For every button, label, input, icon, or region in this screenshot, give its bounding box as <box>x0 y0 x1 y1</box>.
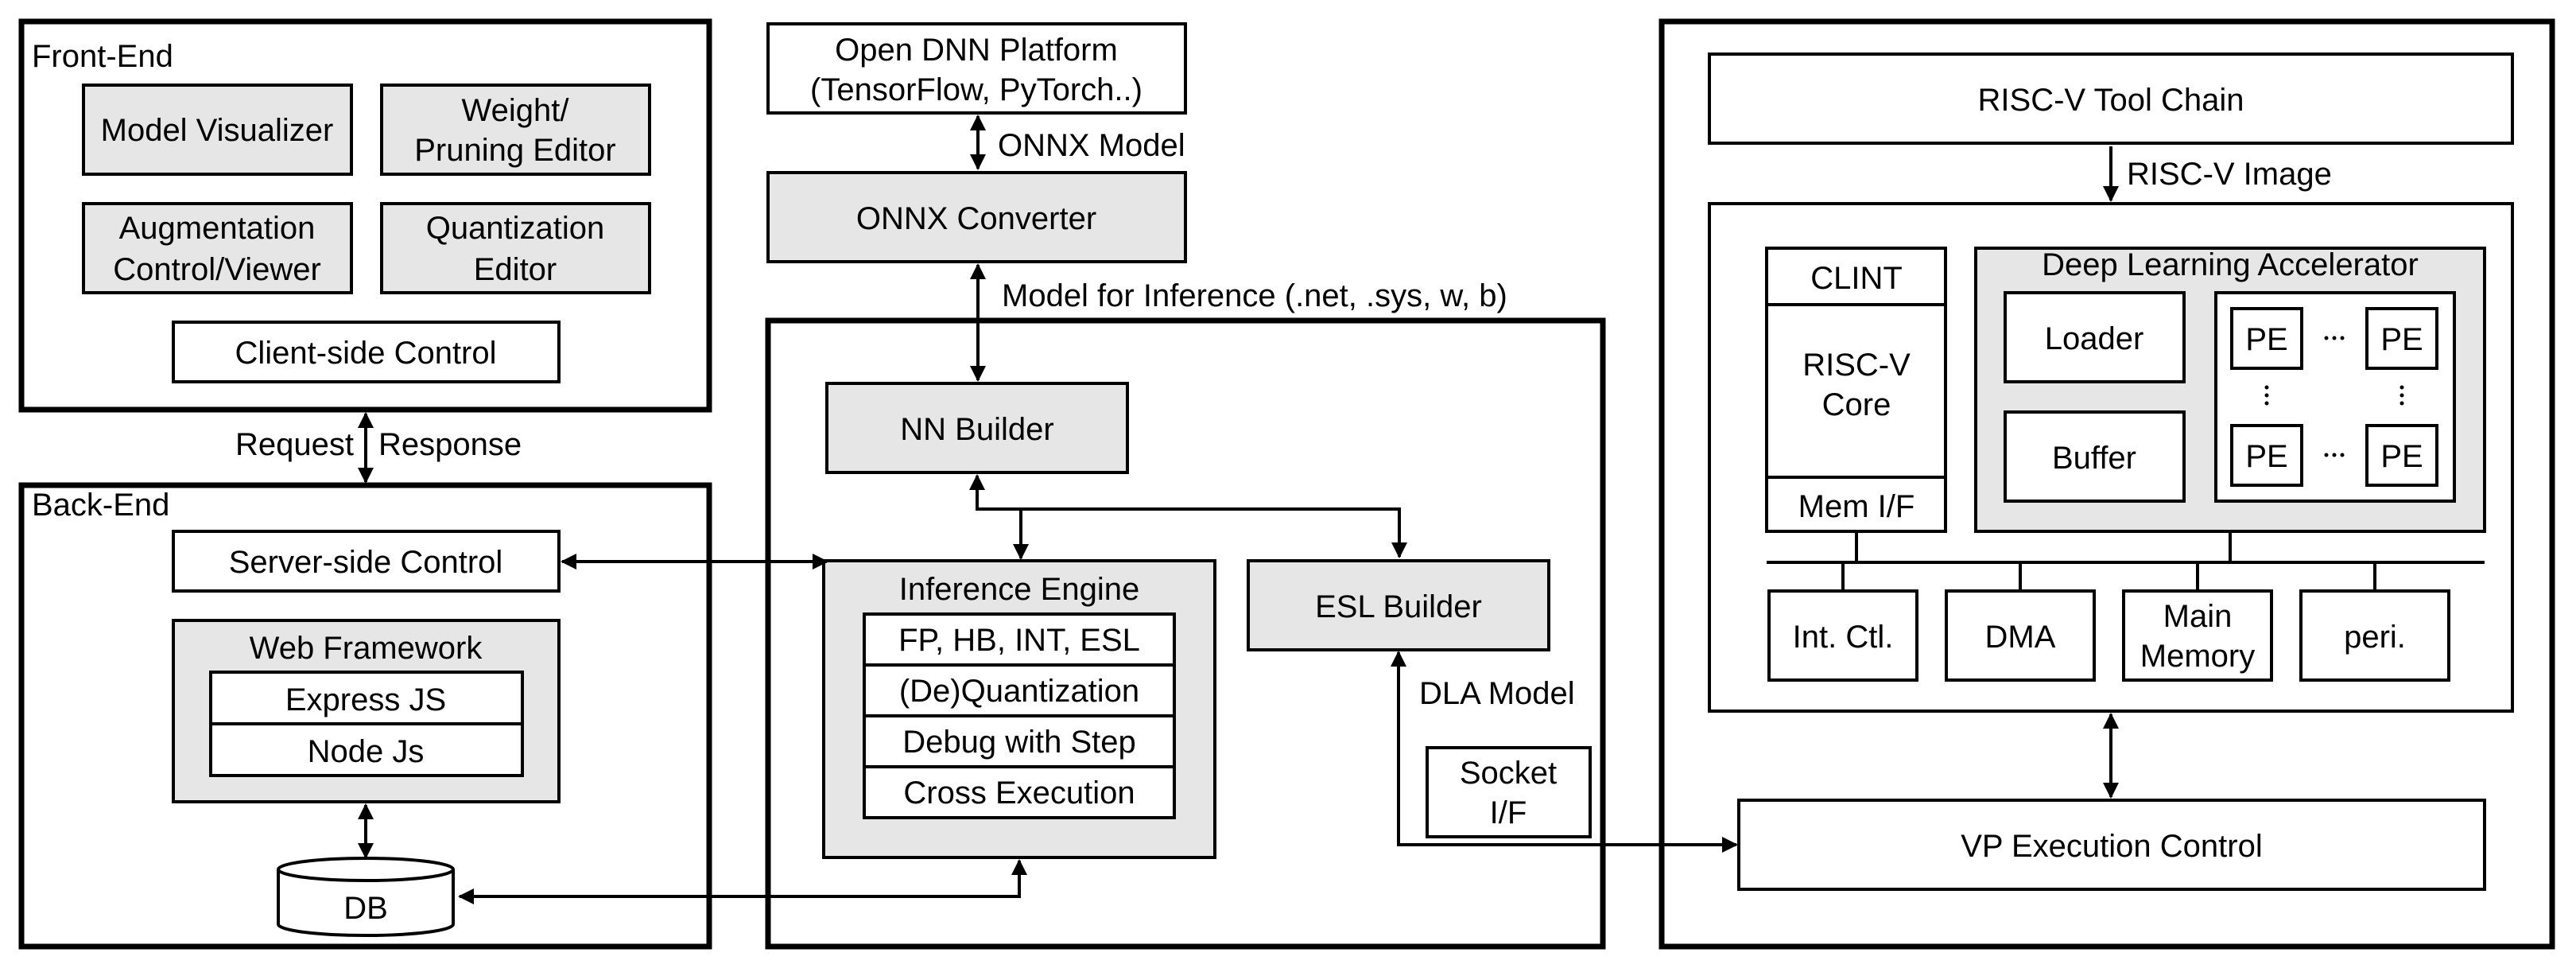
toolchain-box <box>1708 52 2514 145</box>
riscv-image-label: RISC-V Image <box>2127 157 2332 192</box>
quantization-editor-box <box>380 202 651 294</box>
pe-ellipsis-horizontal <box>2324 336 2345 457</box>
buffer-box <box>2004 410 2186 503</box>
dma-box <box>1945 589 2096 682</box>
main-memory-label-2: Memory <box>2140 639 2255 674</box>
nn-builder-label: NN Builder <box>900 412 1053 447</box>
int-ctl-box <box>1767 589 1918 682</box>
web-framework-label: Web Framework <box>250 631 483 666</box>
pe-box-4 <box>2365 424 2438 487</box>
pe-box-1 <box>2230 307 2303 370</box>
db-engine-arrow <box>458 859 1027 904</box>
back-end-title: Back-End <box>32 488 169 523</box>
dla-label: Deep Learning Accelerator <box>2042 247 2419 282</box>
back-end-panel <box>18 482 712 950</box>
engine-panel <box>765 317 1606 950</box>
socket-label-2: I/F <box>1490 795 1527 830</box>
engine-item-2-box <box>863 663 1176 717</box>
open-dnn-label-1: Open DNN Platform <box>835 33 1118 68</box>
db-cylinder <box>277 857 455 937</box>
mem-if-label: Mem I/F <box>1798 489 1915 524</box>
augmentation-box <box>82 202 353 294</box>
server-control-box <box>172 530 561 593</box>
esl-vp-arrow <box>1391 651 1738 853</box>
augmentation-label-2: Control/Viewer <box>113 252 321 287</box>
engine-item-3: Debug with Step <box>902 725 1136 760</box>
engine-item-1: FP, HB, INT, ESL <box>898 623 1140 658</box>
vp-control-box <box>1737 799 2486 891</box>
augmentation-label-1: Augmentation <box>119 211 316 246</box>
peri-label: peri. <box>2344 620 2406 655</box>
riscv-core-box <box>1765 247 1947 533</box>
engine-item-3-box <box>863 714 1176 768</box>
model-visualizer-label: Model Visualizer <box>101 113 334 148</box>
pe-box-3 <box>2230 424 2303 487</box>
weight-editor-label-2: Pruning Editor <box>414 133 615 168</box>
peri-box <box>2299 589 2450 682</box>
dla-model-label: DLA Model <box>1419 676 1575 711</box>
socket-label-1: Socket <box>1460 756 1557 791</box>
buffer-label: Buffer <box>2052 441 2136 476</box>
pe-box-2 <box>2365 307 2438 370</box>
response-label: Response <box>378 427 522 462</box>
front-end-panel <box>18 18 712 413</box>
int-ctl-label: Int. Ctl. <box>1793 620 1894 655</box>
engine-item-1-box <box>863 612 1176 667</box>
engine-item-4-box <box>863 765 1176 819</box>
esl-builder-box <box>1247 559 1550 651</box>
inference-engine-label: Inference Engine <box>899 572 1139 607</box>
main-memory-label-1: Main <box>2163 599 2233 634</box>
request-label: Request <box>235 427 354 462</box>
node-box <box>209 722 524 777</box>
vp-control-label: VP Execution Control <box>1961 829 2262 864</box>
loader-label: Loader <box>2045 321 2144 356</box>
dma-label: DMA <box>1985 620 2056 655</box>
node-label: Node Js <box>308 734 425 769</box>
pe-label-4: PE <box>2380 439 2423 474</box>
client-control-label: Client-side Control <box>235 336 496 371</box>
esl-builder-label: ESL Builder <box>1315 589 1482 624</box>
express-box <box>209 671 524 725</box>
loader-box <box>2004 291 2186 383</box>
pe-label-2: PE <box>2380 322 2423 357</box>
pe-ellipsis-vertical <box>2264 385 2404 406</box>
server-control-label: Server-side Control <box>229 545 503 580</box>
virtual-platform-panel <box>1658 18 2555 950</box>
onnx-converter-box <box>766 171 1187 263</box>
express-label: Express JS <box>285 682 446 717</box>
main-memory-box <box>2122 589 2273 682</box>
open-dnn-label-2: (TensorFlow, PyTorch..) <box>810 72 1143 107</box>
nn-esl-connector <box>969 474 1407 558</box>
toolchain-label: RISC-V Tool Chain <box>1978 83 2244 118</box>
clint-label: CLINT <box>1810 261 1903 296</box>
engine-item-2: (De)Quantization <box>899 674 1139 709</box>
model-visualizer-box <box>82 84 353 176</box>
model-inference-label: Model for Inference (.net, .sys, w, b) <box>1002 278 1507 313</box>
pe-label-3: PE <box>2245 439 2287 474</box>
open-dnn-box <box>766 22 1187 115</box>
nn-builder-box <box>825 382 1129 474</box>
pe-label-1: PE <box>2245 322 2287 357</box>
weight-editor-label-1: Weight/ <box>462 93 570 128</box>
quantization-editor-label-2: Editor <box>474 252 557 287</box>
client-control-box <box>172 321 561 383</box>
riscv-core-label-2: Core <box>1822 387 1891 422</box>
quantization-editor-label-1: Quantization <box>426 211 605 246</box>
front-end-title: Front-End <box>32 39 173 74</box>
onnx-model-label: ONNX Model <box>998 128 1185 163</box>
riscv-core-label-1: RISC-V <box>1802 348 1911 383</box>
engine-item-4: Cross Execution <box>903 776 1135 811</box>
onnx-converter-label: ONNX Converter <box>856 201 1096 236</box>
weight-editor-box <box>380 84 651 176</box>
db-label: DB <box>343 891 388 926</box>
